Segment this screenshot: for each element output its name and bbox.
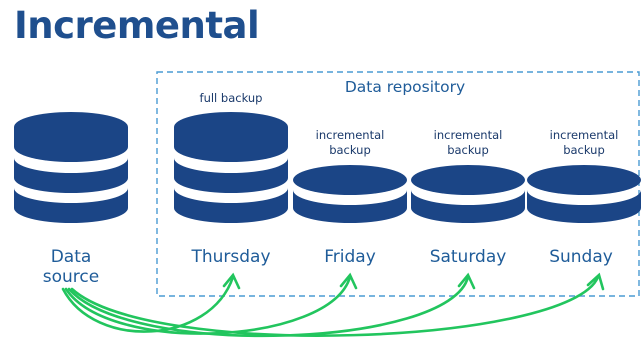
backup-type-line1: incremental: [433, 128, 503, 142]
data-source-database-icon: [14, 112, 128, 223]
page-title: Incremental: [14, 4, 260, 47]
backup-type-line1: incremental: [315, 128, 385, 142]
sunday-incremental-disk-icon: [527, 165, 641, 223]
data-source-line1: Data: [50, 247, 92, 267]
backup-type-line1: incremental: [549, 128, 619, 142]
friday-incremental-disk-icon: [293, 165, 407, 223]
day-label-friday: Friday: [324, 247, 376, 267]
day-label-thursday: Thursday: [191, 247, 271, 267]
backup-type-label-sunday: incremental backup: [529, 128, 639, 158]
day-label-sunday: Sunday: [549, 247, 613, 267]
full-backup-database-icon: [174, 112, 288, 223]
backup-type-label-saturday: incremental backup: [413, 128, 523, 158]
arrowhead-sunday: [586, 272, 605, 291]
data-source-label: Data source: [16, 247, 126, 287]
backup-type-line1: full backup: [199, 91, 263, 105]
data-source-line2: source: [42, 267, 100, 287]
data-repository-label: Data repository: [300, 78, 510, 96]
saturday-incremental-disk-icon: [411, 165, 525, 223]
backup-type-line2: backup: [563, 143, 605, 157]
data-repository-box: [156, 71, 640, 297]
backup-type-label-thursday: full backup: [176, 91, 286, 106]
arrowhead-friday: [339, 272, 358, 290]
backup-type-label-friday: incremental backup: [295, 128, 405, 158]
arrowhead-thursday: [222, 272, 241, 290]
arrow-to-sunday: [70, 275, 600, 337]
day-label-saturday: Saturday: [429, 247, 507, 267]
arrow-to-thursday: [61, 275, 235, 333]
arrowhead-saturday: [457, 272, 476, 290]
backup-type-line2: backup: [329, 143, 371, 157]
backup-type-line2: backup: [447, 143, 489, 157]
